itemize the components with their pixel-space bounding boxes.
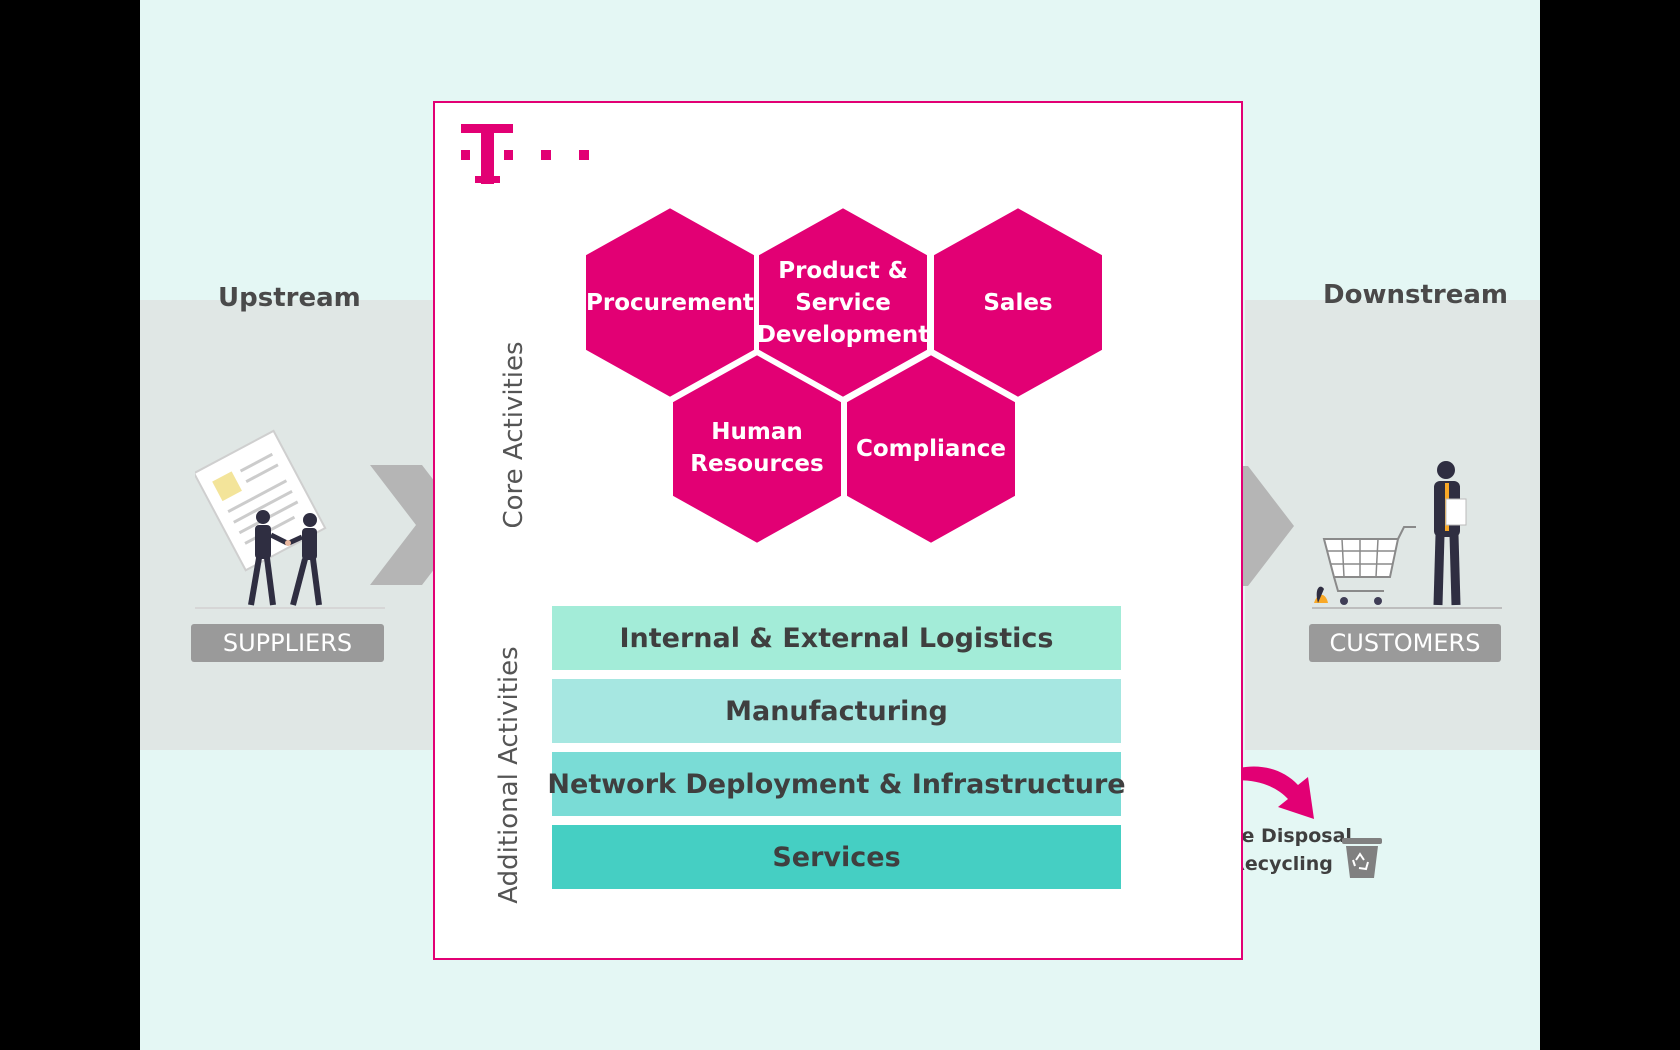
bar-internal-external-logistics: Internal & External Logistics bbox=[552, 606, 1121, 670]
hex-label-sales: Sales bbox=[983, 290, 1053, 316]
additional-activities-label: Additional Activities bbox=[494, 646, 524, 904]
customers-label: CUSTOMERS bbox=[1309, 624, 1501, 662]
handshake-contract-icon bbox=[195, 429, 385, 609]
hex-compliance bbox=[843, 350, 1019, 548]
downstream-title: Downstream bbox=[1323, 280, 1508, 310]
company-value-chain-box: Core Activities Additional Activities Pr… bbox=[433, 101, 1243, 960]
hex-label-product-service-development: Product & Service Development bbox=[756, 258, 930, 348]
hex-label-human-resources: Human Resources bbox=[690, 419, 824, 477]
upstream-title: Upstream bbox=[218, 283, 361, 313]
recycle-bin-icon bbox=[1342, 838, 1382, 878]
bar-services: Services bbox=[552, 825, 1121, 889]
slide: Upstream SUPPLIERS Downstream bbox=[140, 0, 1540, 1050]
bar-manufacturing: Manufacturing bbox=[552, 679, 1121, 743]
telekom-logo-icon bbox=[461, 124, 589, 184]
downstream-band bbox=[1245, 300, 1540, 750]
hex-sales bbox=[930, 203, 1106, 402]
shopping-cart-customer-icon bbox=[1312, 461, 1502, 609]
hex-label-procurement: Procurement bbox=[586, 290, 754, 316]
hex-label-compliance: Compliance bbox=[855, 436, 1006, 462]
bar-network-deployment-infrastructure: Network Deployment & Infrastructure bbox=[547, 752, 1126, 816]
suppliers-label: SUPPLIERS bbox=[191, 624, 384, 662]
